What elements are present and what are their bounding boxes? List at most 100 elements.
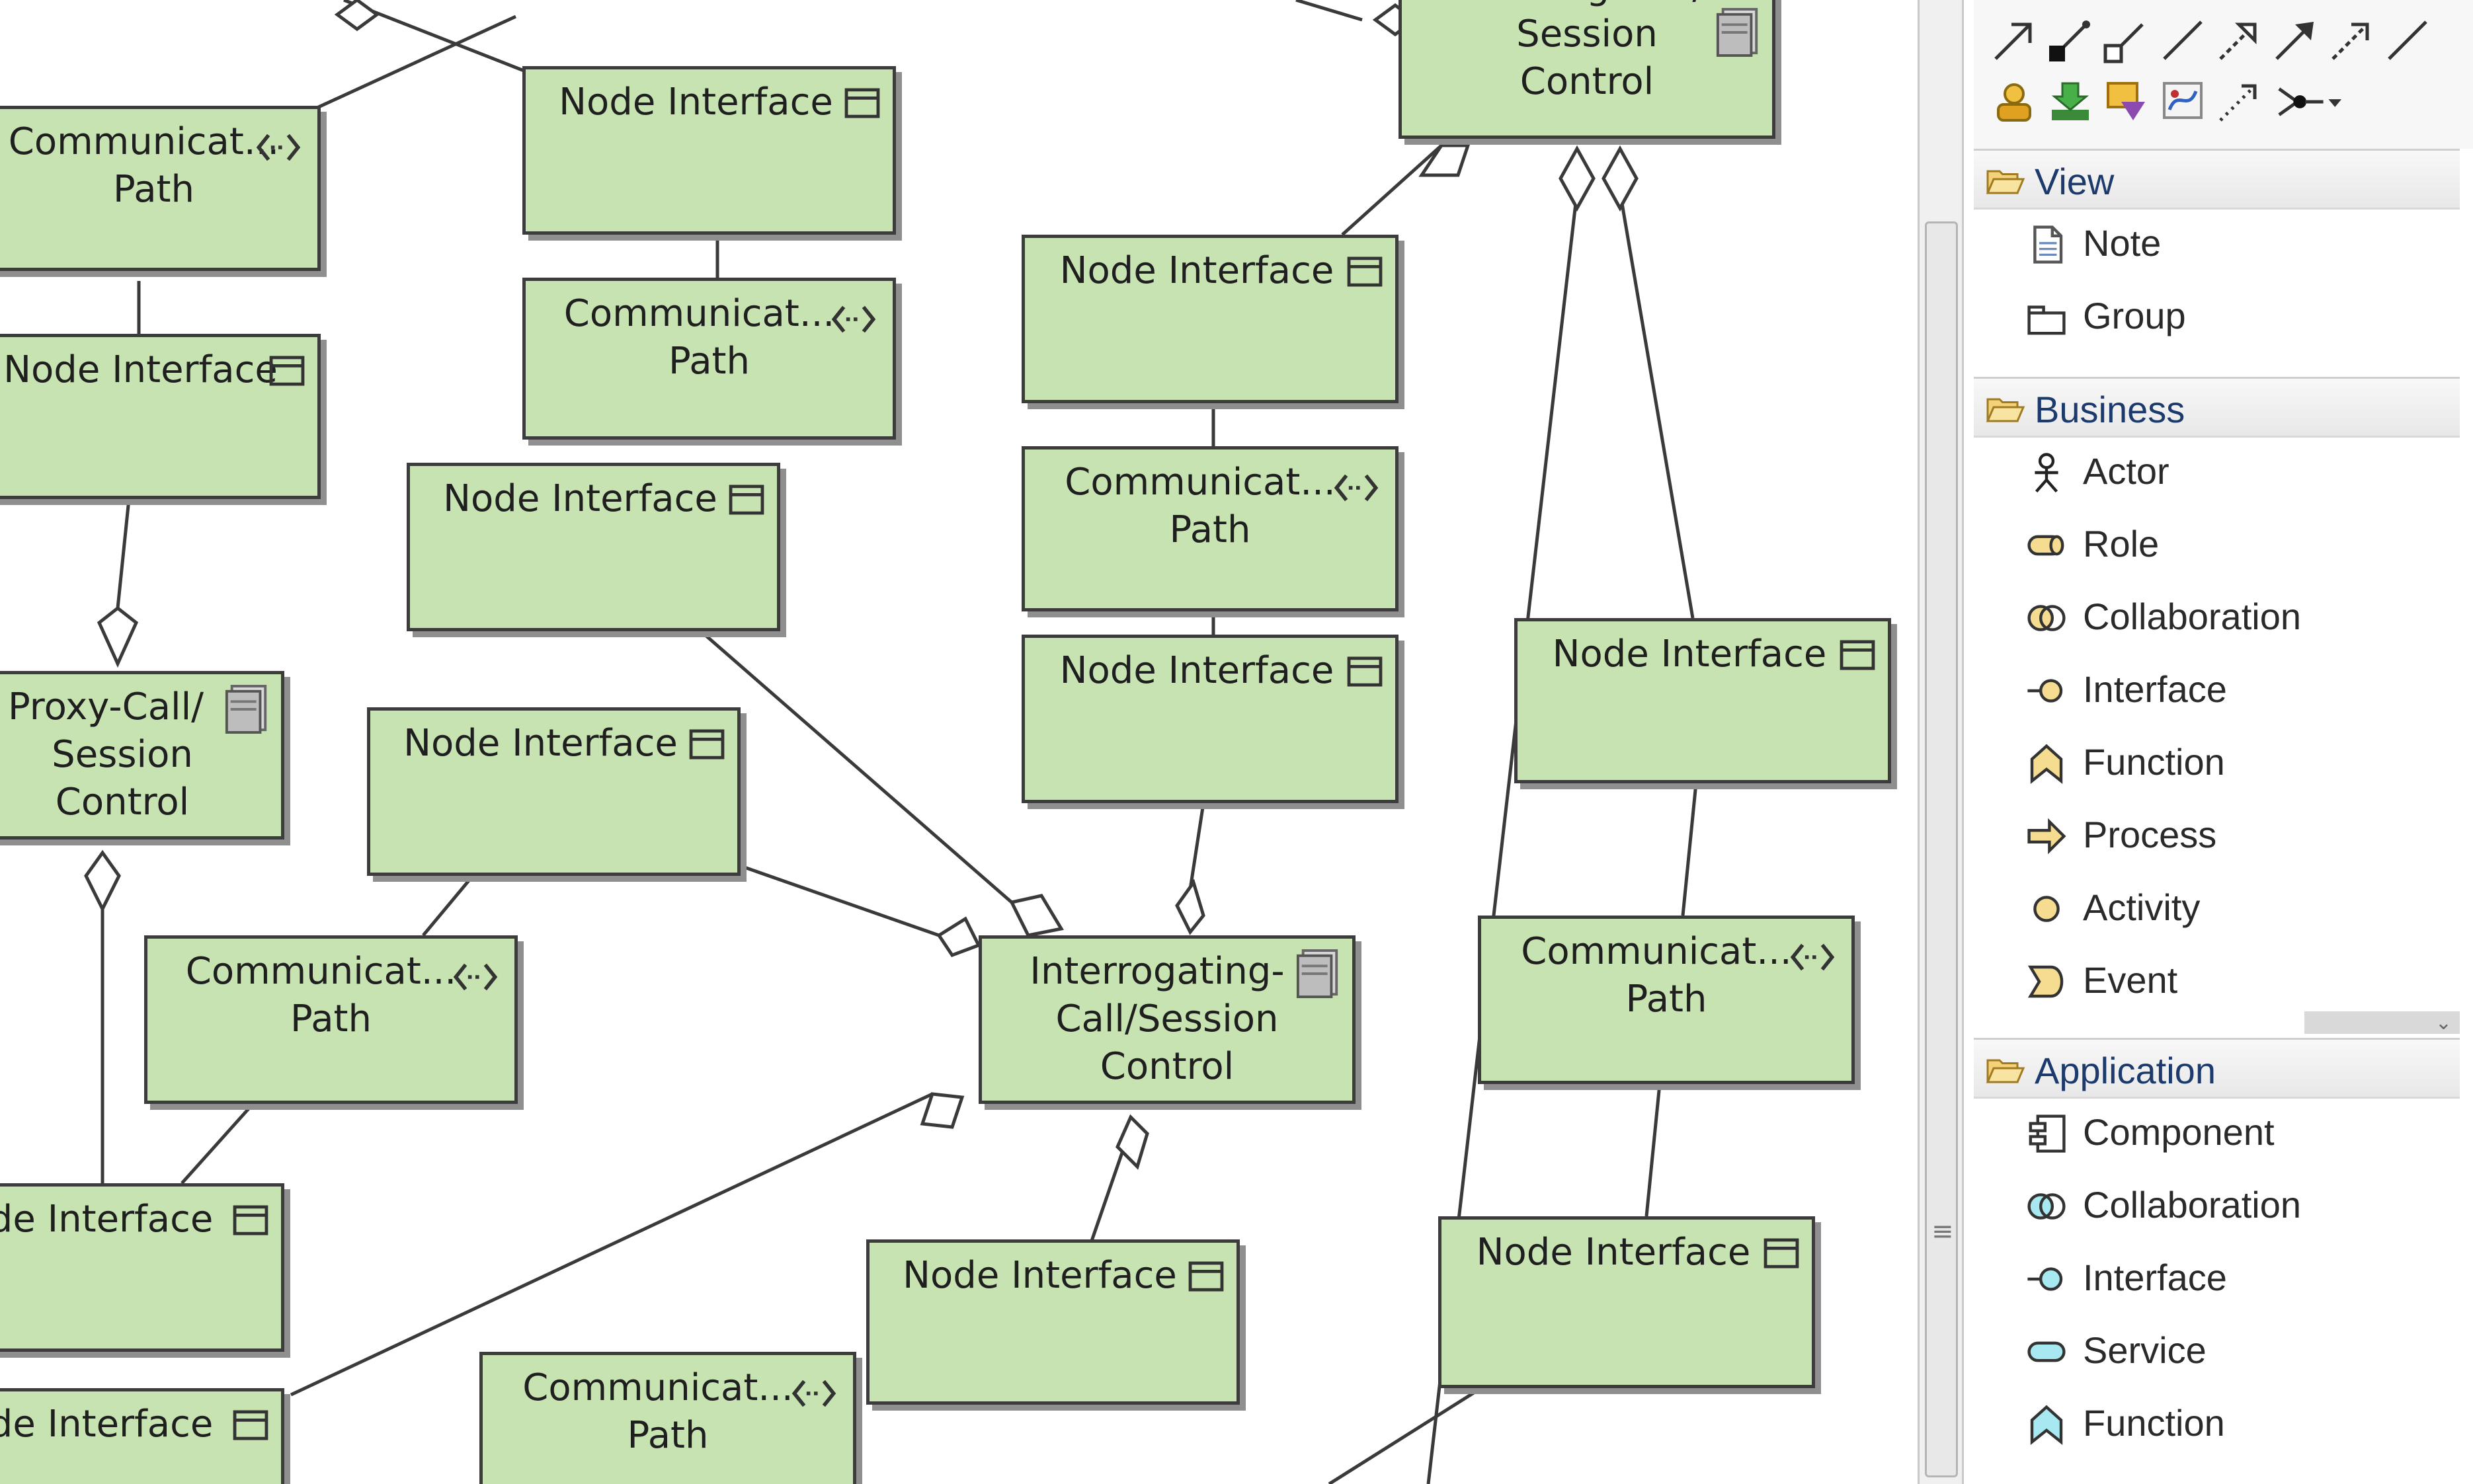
download-icon[interactable] (2047, 78, 2094, 126)
connection-line (181, 1106, 251, 1185)
interface-box-icon (232, 1205, 269, 1235)
connector-icon[interactable] (2047, 17, 2094, 64)
communication-path-icon (251, 130, 305, 165)
connection-line (1341, 144, 1443, 236)
line-icon[interactable] (2159, 17, 2207, 64)
aggregation-diamond (936, 916, 981, 958)
node-interface-node[interactable]: Node Interface (407, 463, 780, 631)
node-interface-node[interactable]: Node Interface (0, 1183, 284, 1352)
activity-icon (2023, 887, 2070, 931)
palette-item-label: Collaboration (2083, 596, 2301, 637)
palette-item-label: Activity (2083, 886, 2201, 928)
system-software-node[interactable]: Proxy-Call/ Session Control (0, 671, 284, 840)
connections-layer (84, 0, 1698, 1484)
node-title: Call/Session (1055, 997, 1279, 1040)
canvas-scrollbar[interactable]: ≡ (1918, 0, 1964, 1484)
palette-item-label: Service (2083, 1329, 2207, 1371)
node-title: Path (1625, 978, 1707, 1021)
node-interface-node[interactable]: Node Interface (0, 334, 321, 499)
node-title: Control (1100, 1045, 1235, 1088)
connection-line (116, 498, 131, 609)
node-title: Path (112, 168, 195, 211)
palette-section-application[interactable]: Application (1974, 1038, 2460, 1099)
diagram-canvas[interactable]: Communicat... Path Node Interface Node I… (0, 0, 1918, 1484)
node-title: Communicat... (563, 292, 835, 335)
line-icon[interactable] (2384, 17, 2431, 64)
node-interface-node[interactable]: Node Interface (866, 1239, 1240, 1405)
palette-item-label: Role (2083, 523, 2160, 565)
dashed-line-icon[interactable] (2328, 17, 2375, 64)
palette-item-label: Note (2083, 222, 2162, 264)
node-interface-node[interactable]: Node Interface (1022, 635, 1399, 803)
triggering-icon[interactable] (2103, 78, 2150, 126)
assignment-icon[interactable] (1990, 78, 2038, 126)
association-arrow-icon[interactable] (1990, 17, 2038, 64)
node-title: Communicat... (185, 950, 457, 993)
node-title: Proxy-Call/ (7, 685, 204, 728)
communication-path-node[interactable]: Communicat... Path (1478, 916, 1855, 1084)
node-title: Serving-Call/ (1402, 0, 1772, 11)
node-interface-node[interactable]: Node Interface (0, 1388, 284, 1484)
junction-icon[interactable] (2271, 78, 2344, 126)
dashed-arrow-icon[interactable] (2215, 17, 2263, 64)
aggregation-diamond (334, 0, 380, 32)
communication-path-node[interactable]: Communicat... Path (522, 278, 896, 440)
palette-section-view[interactable]: View (1974, 149, 2460, 210)
connector-icon[interactable] (2103, 17, 2150, 64)
connection-line (740, 864, 940, 937)
palette-section-business[interactable]: Business (1974, 377, 2460, 438)
connection-line (422, 875, 474, 937)
service-icon (2023, 1330, 2070, 1374)
palette-item-label: Collaboration (2083, 1184, 2301, 1226)
arrow-icon[interactable] (2271, 17, 2319, 64)
flow-icon[interactable] (2159, 78, 2207, 126)
node-title: Control (1520, 60, 1654, 103)
communication-path-node[interactable]: Communicat... Path (479, 1352, 856, 1484)
system-software-node[interactable]: Interrogating- Call/Session Control (979, 935, 1356, 1104)
node-interface-node[interactable]: Node Interface (522, 66, 896, 235)
node-interface-node[interactable]: Node Interface (367, 707, 741, 876)
communication-path-node[interactable]: Communicat... Path (144, 935, 518, 1104)
resize-grip-icon[interactable]: ≡ (1931, 1216, 1954, 1247)
system-software-node[interactable]: Serving-Call/ Session Control (1399, 0, 1775, 139)
aggregation-diamond (97, 605, 139, 668)
system-software-icon (1295, 948, 1342, 999)
palette-item-label: Function (2083, 741, 2225, 783)
interface-box-icon (728, 485, 765, 515)
node-title: Path (668, 340, 750, 383)
aggregation-diamond (84, 849, 121, 913)
function-icon (2023, 1403, 2070, 1446)
aggregation-diamond (1418, 143, 1471, 177)
connection-line (1295, 0, 1363, 22)
system-software-icon (1715, 7, 1762, 58)
palette-item-label: Function (2083, 1402, 2225, 1444)
node-title: Communicat... (522, 1366, 793, 1409)
process-icon (2023, 814, 2070, 858)
palette-scroll-down[interactable]: ⌄ (2304, 1011, 2460, 1034)
palette-item-label: Event (2083, 959, 2178, 1001)
connection-line (1089, 1146, 1126, 1243)
palette-section-label: View (2035, 161, 2115, 202)
palette-section-label: Business (2035, 389, 2185, 430)
communication-path-node[interactable]: Communicat... Path (1022, 446, 1399, 611)
palette-item-label: Process (2083, 814, 2217, 855)
node-interface-node[interactable]: Node Interface (1438, 1216, 1815, 1388)
chevron-down-icon: ⌄ (2435, 1012, 2452, 1034)
scrollbar-thumb[interactable] (1925, 221, 1958, 1477)
interface-box-icon (688, 729, 725, 760)
communication-path-icon (827, 302, 881, 336)
palette-item-label: Interface (2083, 668, 2227, 710)
interface-box-icon (1346, 256, 1383, 287)
communication-path-icon (1785, 940, 1840, 974)
node-title: Path (290, 997, 372, 1040)
interface-box-icon (1839, 640, 1876, 670)
node-title: Node Interface (1476, 1231, 1751, 1274)
connection-line (1681, 783, 1698, 916)
function-icon (2023, 742, 2070, 785)
communication-path-node[interactable]: Communicat... Path (0, 106, 321, 271)
dotted-arrow-icon[interactable] (2215, 78, 2263, 126)
node-title: Node Interface (3, 348, 278, 391)
node-interface-node[interactable]: Node Interface (1514, 618, 1891, 783)
node-interface-node[interactable]: Node Interface (1022, 235, 1399, 403)
